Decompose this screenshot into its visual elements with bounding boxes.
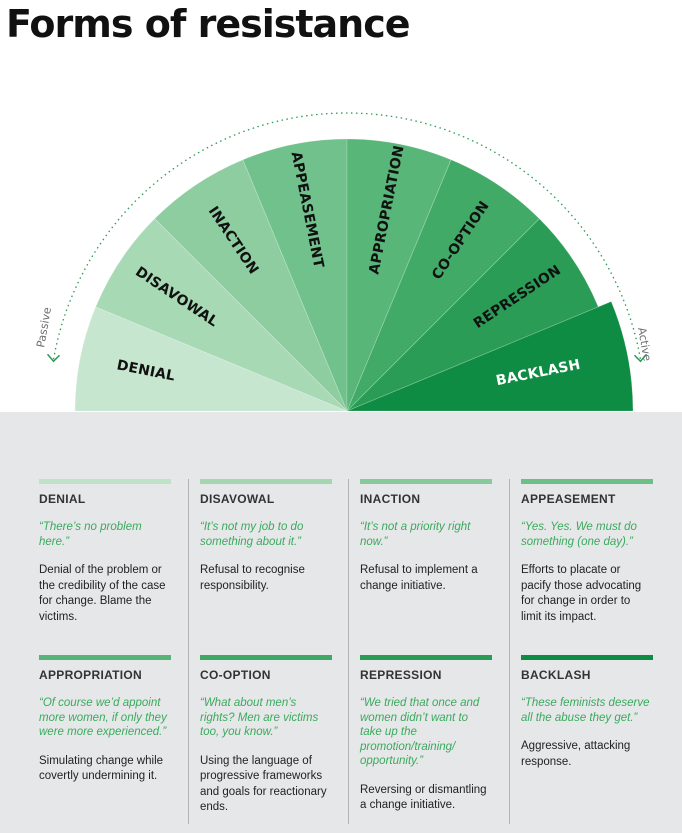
card-appeasement-description: Efforts to placate or pacify those advoc… bbox=[521, 564, 642, 623]
card-repression-description: Reversing or dismantling a change initia… bbox=[360, 783, 487, 812]
card-appropriation-quote: “Of course we’d appoint more women, if o… bbox=[39, 697, 167, 738]
card-appeasement-title: APPEASEMENT bbox=[521, 492, 616, 506]
card-co-option-quote: “What about men’s rights? Men are victim… bbox=[200, 697, 319, 738]
fan-segment-backlash bbox=[346, 301, 634, 412]
card-inaction-description: Refusal to implement a change initiative… bbox=[360, 564, 478, 592]
fan-segment-co-option bbox=[346, 159, 540, 412]
card-appeasement-bar bbox=[521, 479, 653, 484]
card-disavowal-description: Refusal to recognise responsibility. bbox=[200, 564, 305, 592]
card-appeasement: APPEASEMENT “Yes. Yes. We must do someth… bbox=[521, 479, 653, 625]
card-disavowal-quote: “It’s not my job to do something about i… bbox=[200, 521, 304, 548]
fan-segment-inaction bbox=[154, 159, 348, 412]
column-divider bbox=[188, 479, 189, 824]
card-denial-bar bbox=[39, 479, 171, 484]
card-co-option-bar bbox=[200, 655, 332, 660]
passive-active-arrow bbox=[52, 112, 642, 360]
card-co-option: CO-OPTION “What about men’s rights? Men … bbox=[200, 655, 332, 816]
fan-segment-appeasement bbox=[242, 138, 348, 412]
fan-segment-disavowal bbox=[95, 218, 348, 412]
card-appeasement-quote: “Yes. Yes. We must do something (one day… bbox=[521, 521, 637, 548]
card-repression: REPRESSION “We tried that once and women… bbox=[360, 655, 492, 814]
arrow-head-passive bbox=[46, 353, 61, 363]
fan-segment-appropriation bbox=[346, 138, 452, 412]
card-appropriation: APPROPRIATION “Of course we’d appoint mo… bbox=[39, 655, 171, 785]
fan-segment-denial bbox=[74, 306, 348, 412]
page-title: Forms of resistance bbox=[6, 2, 411, 46]
fan-segment-repression bbox=[346, 218, 599, 412]
card-denial-title: DENIAL bbox=[39, 492, 86, 506]
card-denial: DENIAL “There’s no problem here.” Denial… bbox=[39, 479, 171, 625]
card-backlash-description: Aggressive, attacking response. bbox=[521, 740, 631, 768]
column-divider bbox=[348, 479, 349, 824]
card-denial-description: Denial of the problem or the credibility… bbox=[39, 564, 166, 623]
card-repression-title: REPRESSION bbox=[360, 668, 442, 682]
card-appropriation-description: Simulating change while covertly undermi… bbox=[39, 754, 164, 783]
card-backlash-title: BACKLASH bbox=[521, 668, 591, 682]
card-backlash-bar bbox=[521, 655, 653, 660]
column-divider bbox=[509, 479, 510, 824]
card-inaction-quote: “It’s not a priority right now.” bbox=[360, 521, 471, 548]
card-backlash-quote: “These feminists deserve all the abuse t… bbox=[521, 697, 650, 724]
card-inaction-bar bbox=[360, 479, 492, 484]
card-denial-quote: “There’s no problem here.” bbox=[39, 521, 142, 548]
card-repression-bar bbox=[360, 655, 492, 660]
arrow-head-active bbox=[633, 353, 648, 363]
card-appropriation-bar bbox=[39, 655, 171, 660]
card-disavowal: DISAVOWAL “It’s not my job to do somethi… bbox=[200, 479, 332, 594]
card-co-option-description: Using the language of progressive framew… bbox=[200, 754, 327, 814]
card-co-option-title: CO-OPTION bbox=[200, 668, 271, 682]
passive-label: Passive bbox=[34, 306, 54, 349]
card-disavowal-title: DISAVOWAL bbox=[200, 492, 275, 506]
card-inaction-title: INACTION bbox=[360, 492, 421, 506]
card-backlash: BACKLASH “These feminists deserve all th… bbox=[521, 655, 653, 770]
card-disavowal-bar bbox=[200, 479, 332, 484]
card-appropriation-title: APPROPRIATION bbox=[39, 668, 143, 682]
active-label: Active bbox=[635, 326, 654, 362]
card-inaction: INACTION “It’s not a priority right now.… bbox=[360, 479, 492, 594]
card-repression-quote: “We tried that once and women didn’t wan… bbox=[360, 697, 480, 767]
